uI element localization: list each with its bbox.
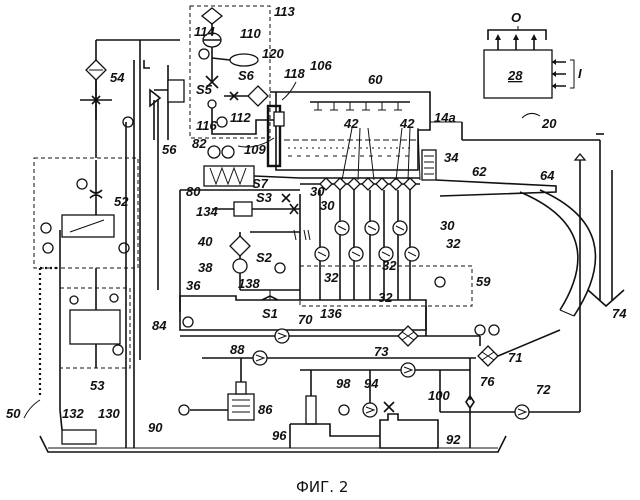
label-106: 106 [310,58,332,73]
label-30a: 30 [310,184,325,199]
label-120: 120 [262,46,284,61]
label-s6: S6 [238,68,255,83]
label-130: 130 [98,406,120,421]
label-138: 138 [238,276,260,291]
element-134 [234,202,252,216]
label-86: 86 [258,402,273,417]
label-134: 134 [196,204,218,219]
motor-82-b [222,146,234,158]
pump-38 [233,259,247,273]
label-s2: S2 [256,250,273,265]
label-71: 71 [508,350,522,365]
label-62: 62 [472,164,487,179]
label-88: 88 [230,342,245,357]
label-64: 64 [540,168,555,183]
label-96: 96 [272,428,287,443]
label-84: 84 [152,318,167,333]
label-32a: 32 [446,236,461,251]
label-116: 116 [196,118,217,133]
heater-80 [204,166,254,186]
element-34 [422,150,436,180]
label-80: 80 [186,184,201,199]
label-132: 132 [62,406,84,421]
label-input: I [578,66,582,81]
label-34: 34 [444,150,459,165]
label-82: 82 [192,136,207,151]
label-s3: S3 [256,190,273,205]
label-53: 53 [90,378,105,393]
label-56: 56 [162,142,177,157]
label-100: 100 [428,388,450,403]
label-90: 90 [148,420,163,435]
label-114: 114 [194,24,215,39]
label-73: 73 [374,344,389,359]
filter-86 [228,394,254,420]
label-36: 36 [186,278,201,293]
label-118: 118 [284,66,305,81]
label-20: 20 [541,116,557,131]
dispenser-40 [230,236,250,256]
tank-53 [70,310,120,344]
label-74: 74 [612,306,627,321]
tray-sensor-132 [62,430,96,444]
label-52: 52 [114,194,129,209]
label-98: 98 [336,376,351,391]
label-14a: 14a [434,110,456,125]
label-112: 112 [230,110,251,125]
label-76: 76 [480,374,495,389]
dispenser-113 [202,8,222,24]
label-output: O [511,10,521,25]
label-42b: 42 [399,116,415,131]
label-s1: S1 [262,306,278,321]
label-70: 70 [298,312,313,327]
label-113: 113 [274,4,295,19]
motor-82-a [208,146,220,158]
label-54: 54 [110,70,125,85]
label-109: 109 [244,142,266,157]
ramp-64 [436,180,556,196]
label-110: 110 [240,26,261,41]
label-50: 50 [6,406,21,421]
label-30c: 30 [440,218,455,233]
label-30b: 30 [320,198,335,213]
label-42a: 42 [343,116,359,131]
label-38: 38 [198,260,213,275]
label-94: 94 [364,376,379,391]
label-72: 72 [536,382,551,397]
figure-caption: ФИГ. 2 [296,478,348,496]
cup-56 [168,80,184,102]
label-32c: 32 [382,258,397,273]
label-s7: S7 [252,176,269,191]
element-96 [306,396,316,424]
label-28: 28 [507,68,523,83]
label-136: 136 [320,306,342,321]
label-s5: S5 [196,82,213,97]
valve-row [320,178,416,190]
valve-118 [248,86,268,106]
label-60: 60 [368,72,383,87]
tank-92 [380,414,438,448]
bag-120 [230,54,258,66]
label-32b: 32 [324,270,339,285]
label-32d: 32 [378,290,393,305]
label-92: 92 [446,432,461,447]
label-40: 40 [197,234,213,249]
label-59: 59 [476,274,491,289]
